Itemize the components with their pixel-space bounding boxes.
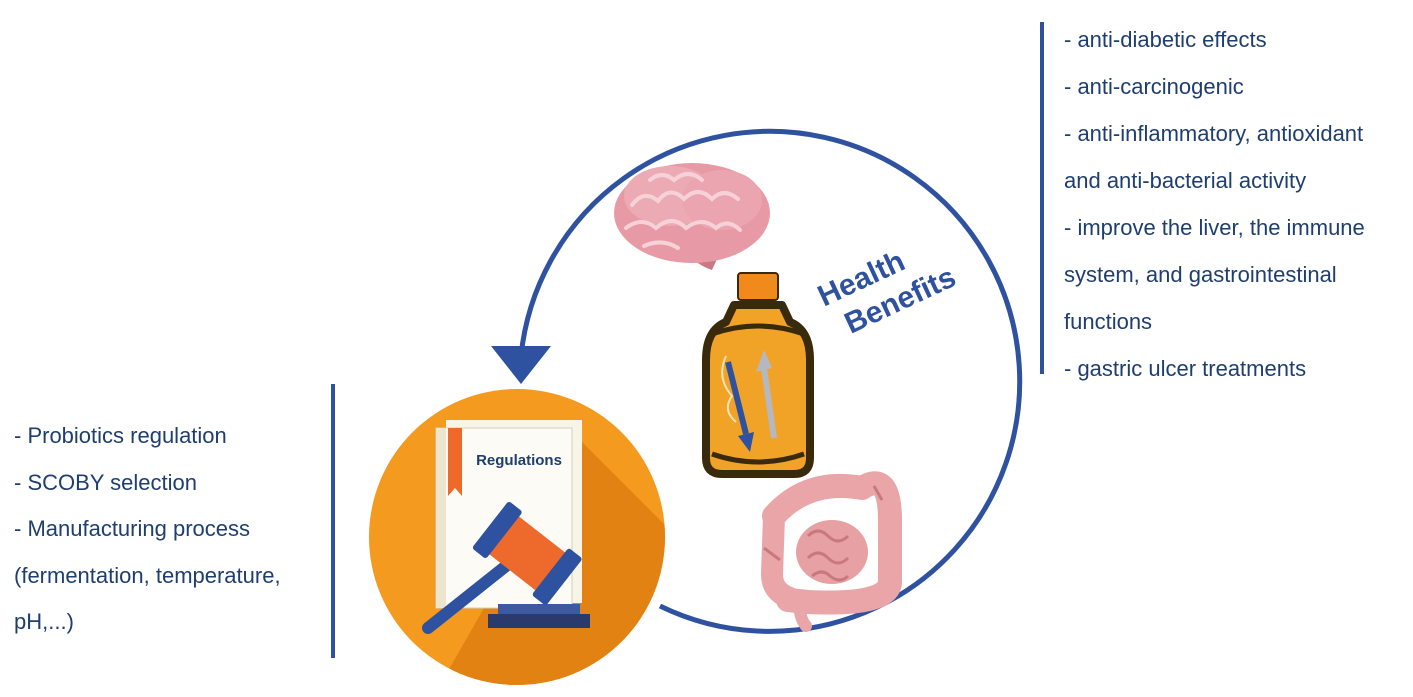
brain-icon bbox=[614, 163, 770, 270]
regulation-item: - Manufacturing process bbox=[14, 516, 250, 541]
regulation-item: - SCOBY selection bbox=[14, 469, 198, 495]
regulations-label: Regulations bbox=[476, 452, 562, 469]
regulation-item: (fermentation, temperature, bbox=[14, 562, 281, 588]
health-benefit-item: - anti-inflammatory, antioxidant bbox=[1064, 121, 1364, 146]
gavel-icon bbox=[422, 502, 590, 634]
intestine-icon bbox=[760, 471, 902, 632]
health-benefit-item: - anti-diabetic effects bbox=[1064, 27, 1267, 52]
benefits-divider-bar bbox=[1040, 22, 1044, 374]
health-benefit-item: functions bbox=[1064, 309, 1153, 334]
health-benefit-item: system, and gastrointestinal bbox=[1064, 262, 1337, 287]
cycle-arrow bbox=[518, 128, 1023, 634]
regulation-item: - Probiotics regulation bbox=[14, 423, 227, 448]
health-benefit-item: - improve the liver, the immune bbox=[1064, 215, 1365, 240]
regulation-items-list: - Probiotics regulation - SCOBY selectio… bbox=[14, 413, 281, 646]
health-benefit-item: - gastric ulcer treatments bbox=[1064, 356, 1307, 381]
cycle-arrowhead-icon bbox=[491, 346, 551, 384]
health-benefit-item: and anti-bacterial activity bbox=[1064, 168, 1307, 193]
regulations-divider-bar bbox=[331, 384, 335, 658]
regulation-item: pH,...) bbox=[14, 609, 74, 634]
regulations-badge: Regulations bbox=[369, 389, 665, 685]
health-benefit-item: - anti-carcinogenic bbox=[1064, 74, 1244, 99]
health-benefits-list: - anti-diabetic effects - anti-carcinoge… bbox=[1064, 16, 1365, 392]
health-benefits-title: Health Benefits bbox=[813, 245, 961, 341]
kombucha-bottle-icon bbox=[702, 272, 814, 478]
